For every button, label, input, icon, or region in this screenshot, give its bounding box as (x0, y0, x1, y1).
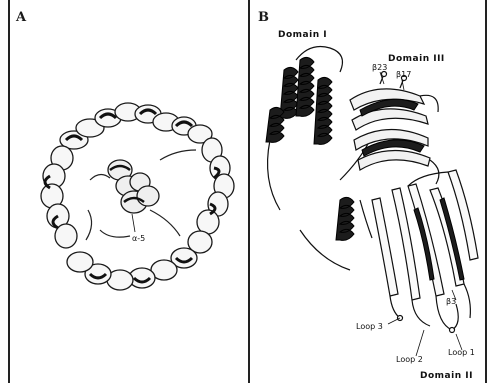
beta23-label: β23 (372, 63, 387, 72)
loop2-label: Loop 2 (396, 355, 423, 364)
helix-right-arc (188, 138, 234, 253)
panel-b-structure (266, 47, 478, 357)
domain-3-sheets (350, 72, 439, 185)
helix-left-arc (41, 146, 77, 248)
domain-1-helices (266, 57, 354, 240)
alpha5-pointer (132, 214, 135, 232)
beta17-label: β17 (396, 70, 411, 79)
domain-2-label: Domain II (420, 371, 473, 381)
domain-1-label: Domain I (278, 30, 327, 40)
panel-a-helix-ring (41, 103, 234, 290)
helix-top-arc (60, 103, 212, 149)
loop2-pointer (416, 330, 424, 356)
alpha5-label: α-5 (132, 234, 145, 243)
loop3-label: Loop 3 (356, 322, 383, 331)
helix-bottom-arc (67, 248, 197, 290)
loop3-pointer (388, 318, 400, 324)
domain-3-label: Domain III (388, 54, 445, 64)
beta3-label: β3 (446, 297, 456, 306)
domain-2-sheets (360, 170, 478, 333)
loop1-label: Loop 1 (448, 348, 475, 357)
